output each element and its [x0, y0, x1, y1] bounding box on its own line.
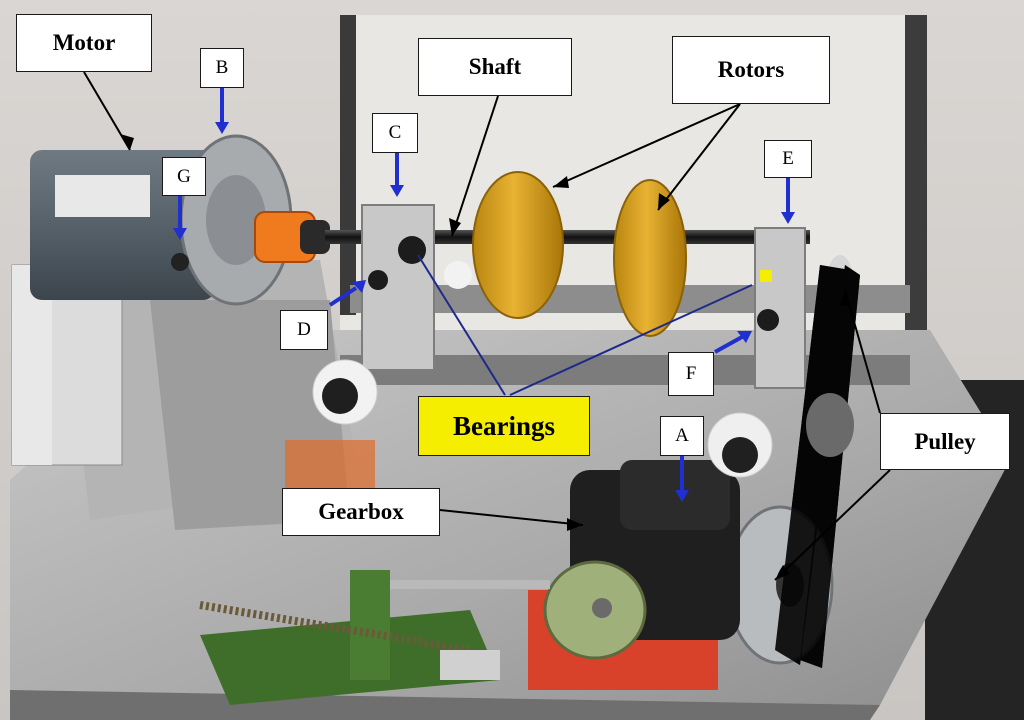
push-rod	[380, 580, 550, 589]
pulley-leader-top	[844, 289, 881, 414]
bearings-leader-right	[509, 284, 753, 396]
slide-lever	[350, 570, 390, 680]
sensor-arrowheads	[173, 122, 795, 502]
gearbox-label: Gearbox	[282, 488, 440, 536]
point-a-label: A	[660, 416, 704, 456]
motor-end-face	[206, 175, 266, 265]
left-knob	[322, 378, 358, 414]
point-d-label: D	[280, 310, 328, 350]
arrow-f	[714, 335, 743, 354]
orange-reflection	[285, 440, 375, 490]
point-e-label: E	[764, 140, 812, 178]
motor-nameplate	[55, 175, 150, 217]
bearings-leader-left	[417, 254, 506, 396]
leader-arrowheads	[120, 134, 851, 580]
lead-screw	[199, 601, 471, 654]
motor-label: Motor	[16, 14, 152, 72]
slide-block	[440, 650, 500, 680]
sensor-arrows	[178, 88, 790, 492]
shaft-leader	[451, 95, 499, 237]
point-g-label: G	[162, 157, 206, 196]
pulley-leader-bottom	[774, 469, 891, 581]
loading-knob	[722, 437, 758, 473]
coupling-hub	[300, 220, 330, 254]
bearings-label: Bearings	[418, 396, 590, 456]
right-bearing-marker	[760, 270, 772, 282]
bearing-leader-lines	[417, 254, 753, 396]
sensor-g-mount	[171, 253, 189, 271]
rotor-right	[613, 179, 687, 337]
point-f-label: F	[668, 352, 714, 396]
right-bearing-block	[754, 227, 806, 389]
side-disk	[806, 393, 854, 457]
sensor-f-mount	[757, 309, 779, 331]
point-c-label: C	[372, 113, 418, 153]
rotors-label: Rotors	[672, 36, 830, 104]
arrow-d	[328, 286, 358, 307]
gearbox-leader	[439, 509, 584, 526]
gearbox-top	[620, 460, 730, 530]
rotor-left	[472, 171, 564, 319]
back-knob	[444, 261, 472, 289]
sensor-d-mount	[368, 270, 388, 290]
back-post	[905, 15, 927, 375]
shaft-bar	[325, 230, 810, 244]
point-b-label: B	[200, 48, 244, 88]
rotors-leader-left	[552, 103, 741, 188]
shaft-label: Shaft	[418, 38, 572, 96]
pulley-label: Pulley	[880, 413, 1010, 470]
back-post-left	[340, 15, 356, 315]
rotors-leader-right	[657, 103, 741, 211]
